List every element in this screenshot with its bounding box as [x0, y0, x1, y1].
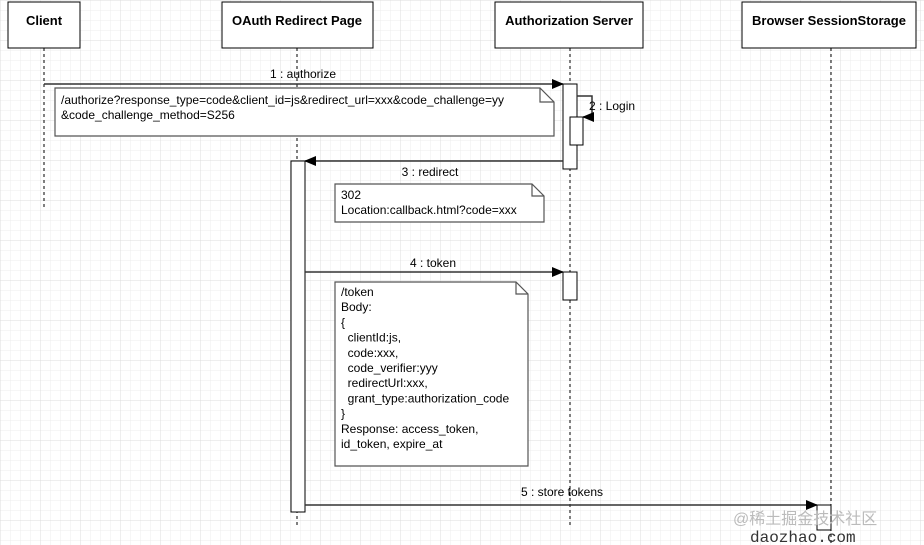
note-line: code_verifier:yyy — [341, 361, 438, 375]
note-line: { — [341, 315, 345, 329]
participant-label: OAuth Redirect Page — [232, 13, 362, 28]
note-token-request — [334, 281, 529, 467]
activation-token — [562, 271, 578, 301]
participant-client[interactable] — [7, 1, 81, 49]
message-label: 1 : authorize — [270, 67, 336, 81]
note-line: Body: — [341, 300, 372, 314]
note-line: 302 — [341, 188, 361, 202]
watermark-domain: daozhao.com — [750, 529, 856, 545]
message-arrow-login — [577, 95, 594, 122]
note-line: } — [341, 407, 345, 421]
note-line: &code_challenge_method=S256 — [61, 108, 235, 122]
participant-label: Client — [26, 13, 63, 28]
watermark-logo-text: @稀土掘金技术社区 — [733, 510, 877, 528]
note-authorize-request — [54, 87, 555, 137]
note-line: /token — [341, 285, 374, 299]
activation-login — [569, 116, 584, 146]
participant-oauth-redirect-page[interactable] — [221, 1, 374, 49]
note-line: Location:callback.html?code=xxx — [341, 203, 517, 217]
note-line: Response: access_token, — [341, 422, 478, 436]
participant-browser-sessionstorage[interactable] — [741, 1, 917, 49]
message-label: 3 : redirect — [402, 165, 459, 179]
note-line: redirectUrl:xxx, — [341, 376, 428, 390]
participant-label: Browser SessionStorage — [752, 13, 906, 28]
note-line: clientId:js, — [341, 331, 401, 345]
note-line: /authorize?response_type=code&client_id=… — [61, 93, 504, 107]
activation-oauth-page — [290, 160, 306, 513]
message-label: 2 : Login — [589, 99, 635, 113]
message-label: 4 : token — [410, 256, 456, 270]
participant-authorization-server[interactable] — [494, 1, 644, 49]
note-line: id_token, expire_at — [341, 437, 443, 451]
note-line: grant_type:authorization_code — [341, 391, 509, 405]
note-redirect-response — [334, 183, 545, 223]
activation-storage — [816, 504, 832, 531]
note-line: code:xxx, — [341, 346, 398, 360]
message-label: 5 : store tokens — [521, 485, 603, 499]
participant-label: Authorization Server — [505, 13, 633, 28]
